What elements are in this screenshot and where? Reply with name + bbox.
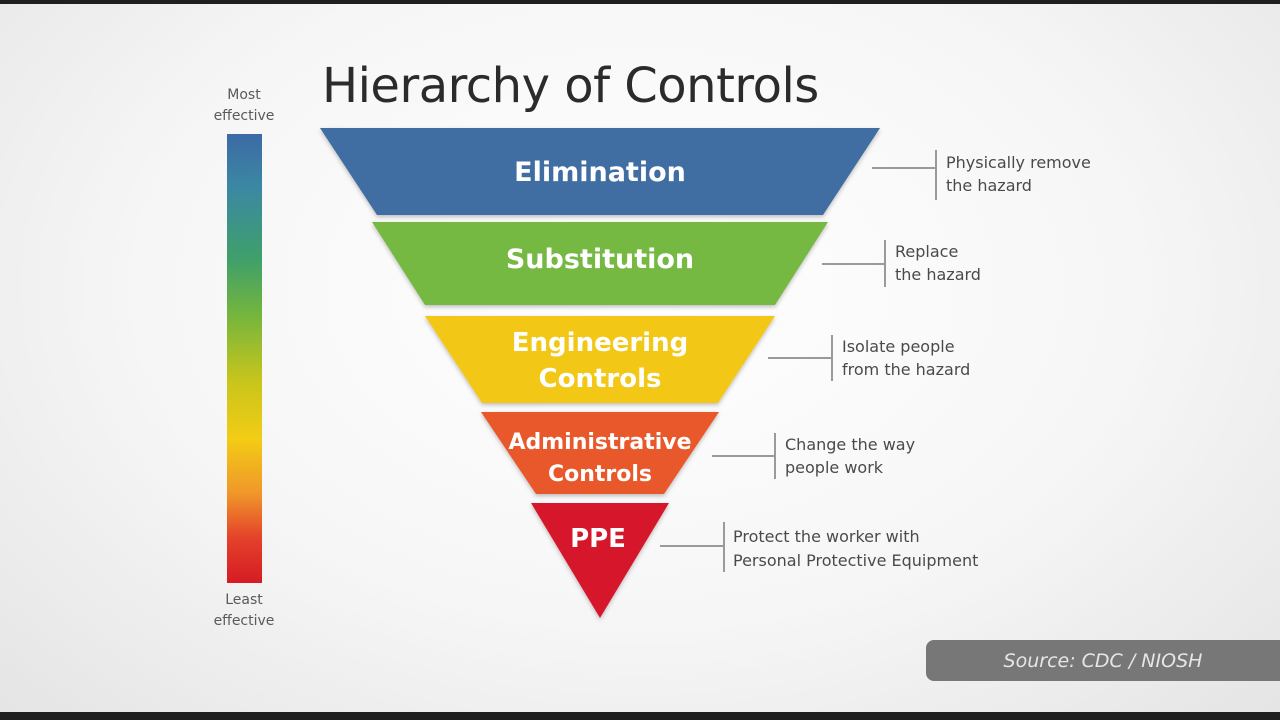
band-engineering-label-line2: Controls — [539, 364, 662, 394]
desc-substitution-line1: Replace — [895, 242, 958, 261]
band-administrative-controls — [481, 412, 719, 494]
desc-administrative-line2: people work — [785, 458, 884, 477]
page-title: Hierarchy of Controls — [322, 58, 819, 114]
band-elimination — [320, 128, 880, 215]
desc-elimination-line1: Physically remove — [946, 153, 1091, 172]
desc-ppe-line1: Protect the worker with — [733, 527, 920, 546]
desc-ppe-line2: Personal Protective Equipment — [733, 551, 978, 570]
band-elimination-label: Elimination — [514, 157, 686, 188]
level-administrative-controls: Administrative Controls Change the way p… — [481, 412, 915, 494]
least-effective-label: Least effective — [194, 590, 294, 632]
effectiveness-gradient-bar — [227, 134, 262, 583]
source-text: Source: CDC / NIOSH — [1003, 649, 1203, 672]
bottom-frame-line — [0, 712, 1280, 720]
desc-engineering-line2: from the hazard — [842, 360, 970, 379]
band-engineering-controls — [425, 316, 775, 403]
band-engineering-label-line1: Engineering — [512, 328, 688, 358]
band-ppe-label: PPE — [570, 524, 626, 554]
desc-elimination-line2: the hazard — [946, 176, 1032, 195]
band-administrative-label-line2: Controls — [548, 462, 652, 487]
least-effective-line2: effective — [213, 613, 275, 629]
level-elimination: Elimination Physically remove the hazard — [320, 128, 1091, 215]
band-ppe — [531, 503, 669, 618]
desc-engineering-line1: Isolate people — [842, 337, 955, 356]
level-substitution: Substitution Replace the hazard — [372, 222, 981, 305]
level-engineering-controls: Engineering Controls Isolate people from… — [425, 316, 970, 403]
band-substitution — [372, 222, 828, 305]
desc-substitution-line2: the hazard — [895, 265, 981, 284]
most-effective-line2: effective — [213, 108, 275, 124]
most-effective-label: Most effective — [194, 85, 294, 127]
desc-administrative-line1: Change the way — [785, 435, 915, 454]
level-ppe: PPE Protect the worker with Personal Pro… — [531, 503, 978, 618]
band-administrative-label-line1: Administrative — [508, 430, 691, 455]
top-frame-line — [0, 0, 1280, 4]
most-effective-line1: Most — [227, 87, 261, 103]
band-substitution-label: Substitution — [506, 244, 694, 275]
source-caption: Source: CDC / NIOSH — [926, 640, 1280, 681]
least-effective-line1: Least — [225, 592, 263, 608]
